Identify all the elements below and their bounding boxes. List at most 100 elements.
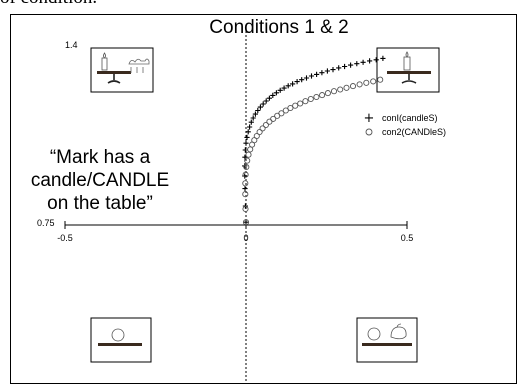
legend-marker-circle [365, 128, 373, 136]
data-point-con1 [247, 124, 253, 130]
table-leg-icon [401, 74, 417, 84]
data-point-con1 [303, 75, 310, 81]
legend-label: conI(candleS) [382, 113, 438, 123]
tomato-icon [111, 328, 125, 342]
data-point-con1 [257, 104, 263, 110]
sentence-text: “Mark has a candle/CANDLE on the table” [11, 146, 189, 215]
x-tick-label: 0.5 [401, 233, 414, 243]
x-tick-label: 0 [243, 233, 248, 243]
data-point-con1 [342, 63, 348, 70]
tomato-icon [367, 327, 381, 341]
trajectory-chart: 1.4 0.75 -0.5 0 0.5 [37, 27, 446, 383]
data-point-con1 [270, 92, 276, 98]
candle-flame-icon [103, 52, 106, 59]
data-point-con2 [292, 102, 299, 109]
sentence-line: “Mark has a [49, 147, 151, 168]
data-point-con1 [242, 163, 248, 169]
picture-card-top-right [376, 47, 440, 93]
data-point-con2 [324, 90, 331, 97]
data-point-con2 [370, 78, 377, 85]
data-point-con2 [262, 121, 269, 129]
y-tick-label-bottom: 0.75 [37, 218, 55, 228]
data-point-con1 [367, 58, 373, 64]
data-point-con1 [252, 111, 258, 117]
data-point-con1 [324, 68, 330, 74]
data-point-con2 [256, 128, 263, 136]
chart-title: Conditions 1 & 2 [209, 17, 349, 38]
data-point-con1 [242, 147, 248, 153]
table-icon [387, 71, 431, 74]
data-point-con1 [290, 81, 296, 87]
data-point-con2 [242, 205, 249, 213]
legend-marker-plus: + [364, 111, 375, 126]
data-point-con1 [373, 57, 379, 63]
data-point-con1 [245, 129, 251, 135]
data-point-con1 [285, 83, 291, 89]
data-point-con1 [255, 107, 261, 114]
data-point-con2 [287, 104, 294, 112]
table-leg-icon [107, 74, 121, 84]
data-marks [242, 55, 386, 226]
data-point-con2 [349, 83, 357, 90]
data-point-con1 [260, 101, 266, 107]
data-point-con1 [294, 79, 300, 85]
data-point-con1 [354, 61, 360, 67]
candle-flame-icon [405, 51, 409, 58]
data-point-con1 [319, 70, 325, 76]
sentence-line: candle/CANDLE [30, 170, 170, 191]
data-point-con2 [243, 163, 250, 171]
data-point-con2 [278, 110, 285, 117]
data-point-con2 [242, 219, 250, 226]
data-point-con1 [299, 77, 305, 83]
data-point-con1 [250, 115, 256, 121]
data-point-con2 [244, 157, 251, 164]
data-point-con2 [242, 180, 249, 187]
data-point-con1 [330, 67, 336, 73]
data-point-con2 [363, 79, 370, 86]
data-point-con1 [243, 140, 249, 146]
data-point-con2 [302, 98, 309, 105]
data-point-con1 [242, 186, 248, 192]
data-point-con1 [308, 73, 315, 79]
picture-card-bottom-right [356, 317, 418, 363]
legend-label: con2(CANDleS) [382, 127, 446, 137]
table-icon [97, 71, 131, 74]
data-point-con1 [273, 90, 279, 96]
data-point-con2 [343, 84, 350, 91]
data-point-con2 [253, 132, 260, 140]
data-point-con1 [263, 98, 269, 104]
data-point-con1 [244, 134, 250, 140]
data-point-con1 [243, 219, 249, 225]
data-point-con1 [360, 59, 366, 65]
caption-text: of condition. [0, 0, 97, 9]
data-point-con2 [330, 88, 338, 95]
data-point-con2 [270, 115, 277, 122]
data-point-con1 [336, 65, 342, 71]
data-point-con1 [281, 85, 287, 91]
y-tick-label-top: 1.4 [65, 40, 78, 50]
bell-pepper-icon [390, 323, 407, 340]
data-point-con1 [348, 62, 354, 68]
data-point-con2 [377, 76, 384, 83]
data-point-con1 [248, 119, 254, 125]
shelf-icon [362, 343, 412, 346]
data-point-con2 [259, 125, 266, 132]
shelf-icon [98, 343, 142, 346]
data-point-con2 [297, 100, 304, 107]
data-point-con2 [313, 93, 320, 101]
x-tick-label: -0.5 [57, 233, 73, 243]
data-point-con2 [337, 86, 344, 93]
data-point-con1 [380, 55, 386, 61]
data-point-con2 [242, 171, 249, 178]
picture-card-top-left [90, 47, 154, 93]
data-point-con2 [307, 95, 314, 103]
data-point-con2 [242, 191, 249, 198]
camel-icon [128, 58, 150, 73]
data-point-con1 [314, 71, 320, 77]
data-point-con1 [266, 95, 272, 101]
data-point-con2 [245, 151, 252, 158]
sentence-line: on the table” [47, 193, 153, 214]
picture-card-bottom-left [90, 317, 152, 363]
data-point-con2 [282, 107, 289, 114]
data-point-con2 [319, 92, 326, 99]
